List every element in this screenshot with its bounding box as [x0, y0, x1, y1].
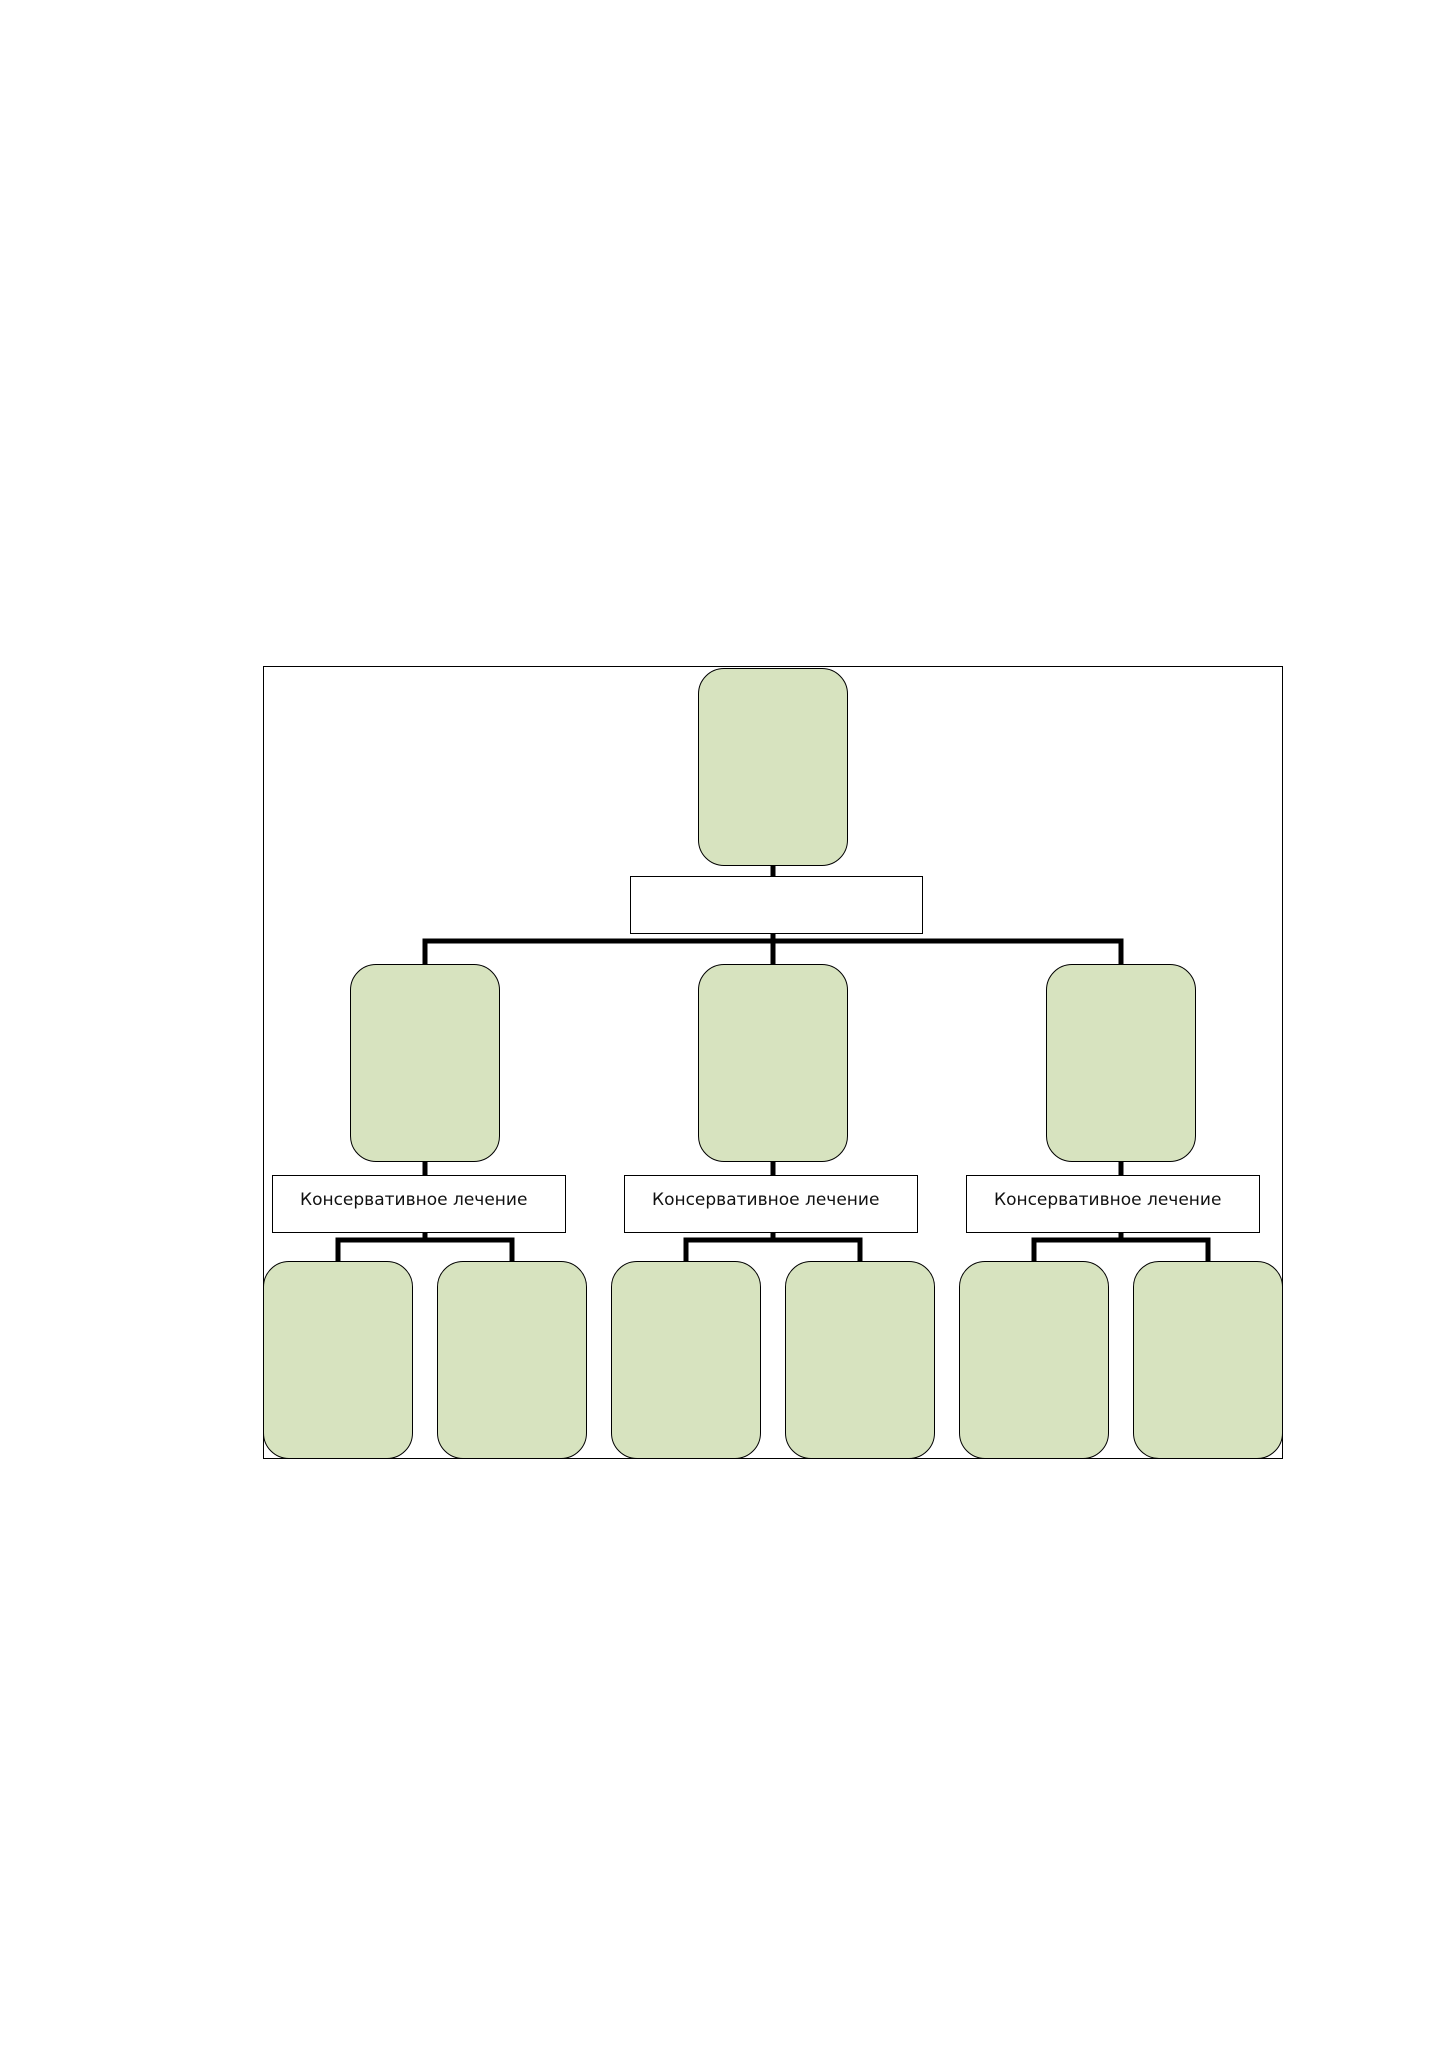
leaf-node: [1133, 1261, 1283, 1459]
level2-node-center: [698, 964, 848, 1162]
leaf-node: [437, 1261, 587, 1459]
leaf-node: [959, 1261, 1109, 1459]
level2-node-right: [1046, 964, 1196, 1162]
branch-label-left: Консервативное лечение: [272, 1175, 566, 1233]
leaf-node: [785, 1261, 935, 1459]
root-node: [698, 668, 848, 866]
root-label-box: [630, 876, 923, 934]
branch-label-right: Консервативное лечение: [966, 1175, 1260, 1233]
branch-label-center: Консервативное лечение: [624, 1175, 918, 1233]
level2-node-left: [350, 964, 500, 1162]
leaf-node: [611, 1261, 761, 1459]
leaf-node: [263, 1261, 413, 1459]
